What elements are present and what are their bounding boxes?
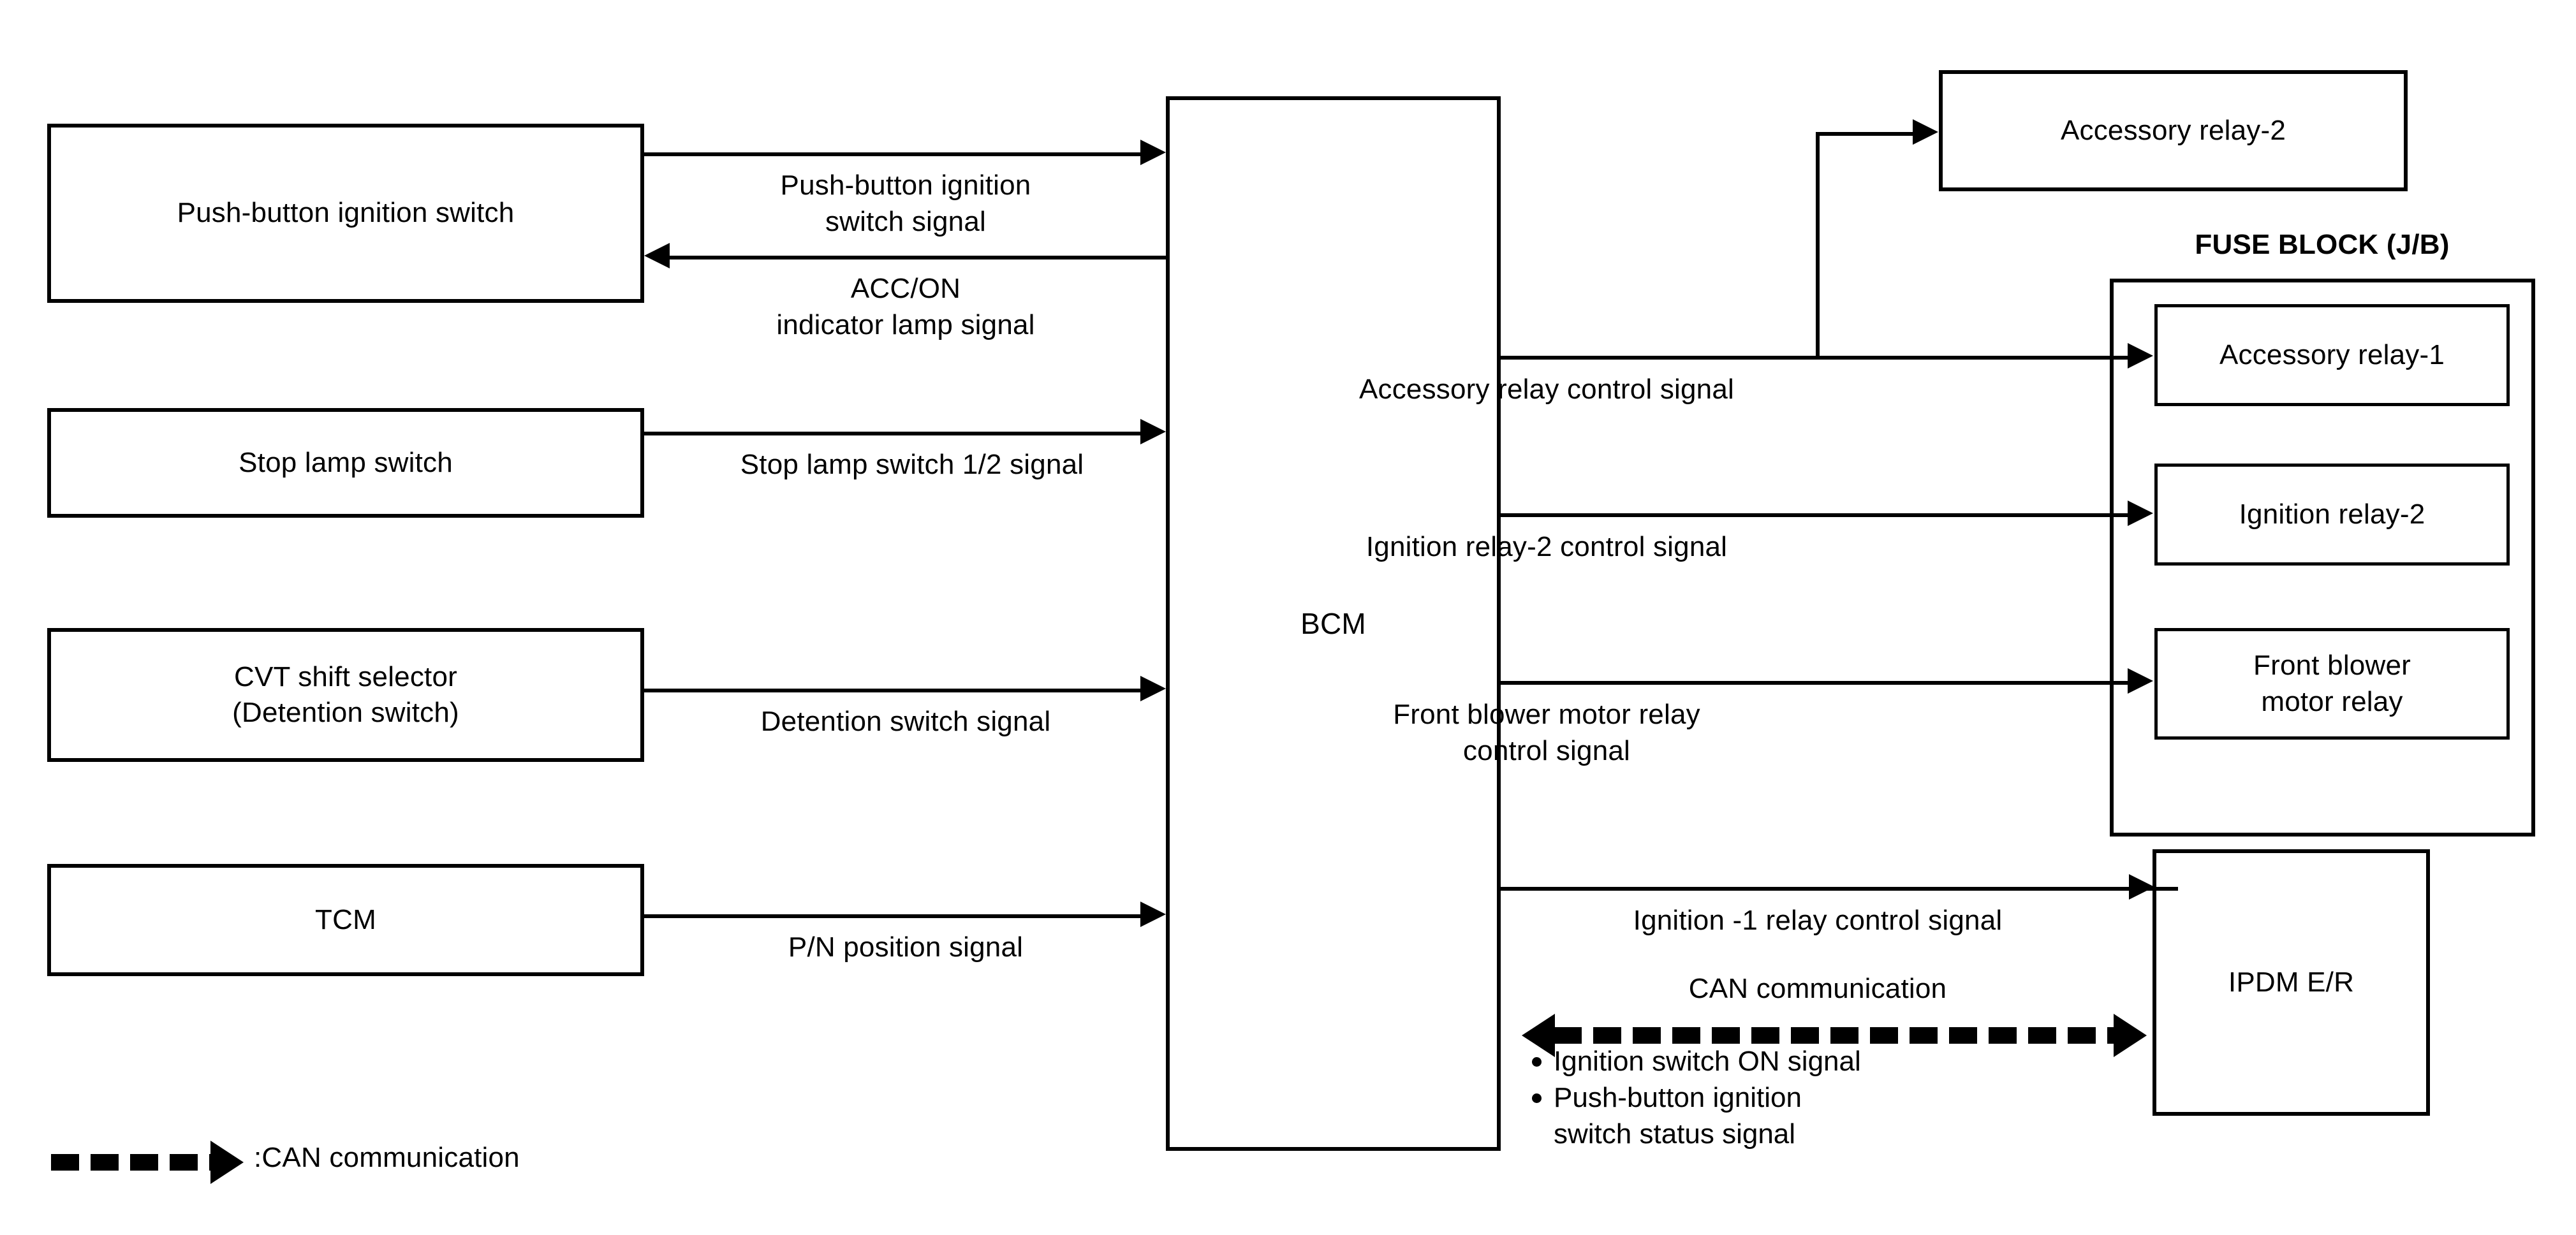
connector-ignition-1-relay-control-line (1501, 887, 2178, 891)
block-accessory-relay-2: Accessory relay-2 (1939, 70, 2408, 191)
signal-label-front-blower-motor-relay-control-signal: Front blower motor relay control signal (1393, 699, 1700, 767)
block-accessory-relay-1: Accessory relay-1 (2154, 304, 2510, 406)
block-cvt-shift-selector: CVT shift selector (Detention switch) (47, 628, 644, 762)
block-label: Push-button ignition switch (177, 197, 515, 229)
signal-label-acc-on-indicator-lamp-signal: ACC/ON indicator lamp signal (776, 273, 1035, 341)
fuse-block-title: FUSE BLOCK (J/B) (2195, 229, 2450, 260)
block-label: CVT shift selector (Detention switch) (232, 661, 459, 728)
block-label: Accessory relay-2 (2060, 114, 2286, 146)
connector-stop-lamp-signal-line (644, 432, 1142, 435)
connector-detention-signal-line (644, 689, 1142, 692)
connector-ignition-relay-2-control-line (1501, 513, 2129, 517)
signal-label-stop-lamp-switch-signal: Stop lamp switch 1/2 signal (740, 449, 1084, 480)
arrowhead-accessory-relay-2 (1913, 119, 1938, 145)
block-ignition-relay-2: Ignition relay-2 (2154, 464, 2510, 566)
list-item: Push-button ignition switch status signa… (1531, 1079, 2168, 1152)
can-signal-list: Ignition switch ON signal Push-button ig… (1531, 1043, 2168, 1153)
arrowhead-ignition-relay-2 (2128, 501, 2153, 526)
connector-pn-position-line (644, 914, 1142, 918)
block-label: Accessory relay-1 (2219, 339, 2445, 370)
arrowhead-push-button-signal (1140, 140, 1166, 165)
connector-accessory-relay-2-branch-horizontal (1816, 132, 1915, 136)
arrowhead-accessory-relay-1 (2128, 343, 2153, 369)
arrowhead-ignition-1-relay (2129, 874, 2154, 900)
connector-accessory-relay-control-line (1501, 356, 2129, 360)
block-bcm: BCM (1166, 96, 1501, 1151)
arrowhead-detention-signal (1140, 676, 1166, 701)
block-label: IPDM E/R (2228, 966, 2355, 998)
legend-can-label: :CAN communication (254, 1142, 520, 1173)
signal-label-ignition-relay-2-control-signal: Ignition relay-2 control signal (1365, 531, 1728, 562)
signal-label-detention-switch-signal: Detention switch signal (760, 706, 1051, 737)
arrowhead-pn-position-signal (1140, 902, 1166, 927)
block-tcm: TCM (47, 864, 644, 976)
legend-can-bar (51, 1154, 212, 1171)
connector-acc-on-indicator-line (670, 256, 1166, 259)
list-item: Ignition switch ON signal (1531, 1043, 2168, 1079)
block-ipdm-er: IPDM E/R (2153, 849, 2430, 1116)
block-push-button-ignition-switch: Push-button ignition switch (47, 124, 644, 303)
block-label: Front blower motor relay (2253, 650, 2411, 717)
legend-can-arrowhead (210, 1141, 244, 1184)
arrowhead-stop-lamp-signal (1140, 419, 1166, 444)
signal-label-can-communication: CAN communication (1688, 973, 1947, 1004)
connector-front-blower-relay-control-line (1501, 681, 2129, 685)
block-label: TCM (315, 903, 376, 935)
arrowhead-front-blower-motor-relay (2128, 668, 2153, 694)
connector-push-button-signal-line (644, 152, 1142, 156)
can-communication-bar (1554, 1027, 2115, 1044)
block-label: Ignition relay-2 (2239, 498, 2425, 530)
signal-label-ignition-1-relay-control-signal: Ignition -1 relay control signal (1633, 905, 2003, 936)
signal-label-push-button-ignition-switch-signal: Push-button ignition switch signal (780, 170, 1031, 238)
arrowhead-acc-on-indicator (644, 243, 670, 268)
block-label: Stop lamp switch (239, 446, 453, 478)
block-front-blower-motor-relay: Front blower motor relay (2154, 628, 2510, 740)
block-label: BCM (1300, 606, 1366, 640)
arrowhead-can-left (1522, 1014, 1555, 1057)
arrowhead-can-right (2114, 1014, 2147, 1057)
connector-accessory-relay-2-branch-vertical (1816, 132, 1820, 358)
block-stop-lamp-switch: Stop lamp switch (47, 408, 644, 518)
signal-label-accessory-relay-control-signal: Accessory relay control signal (1358, 374, 1734, 405)
signal-label-pn-position-signal: P/N position signal (788, 932, 1024, 963)
